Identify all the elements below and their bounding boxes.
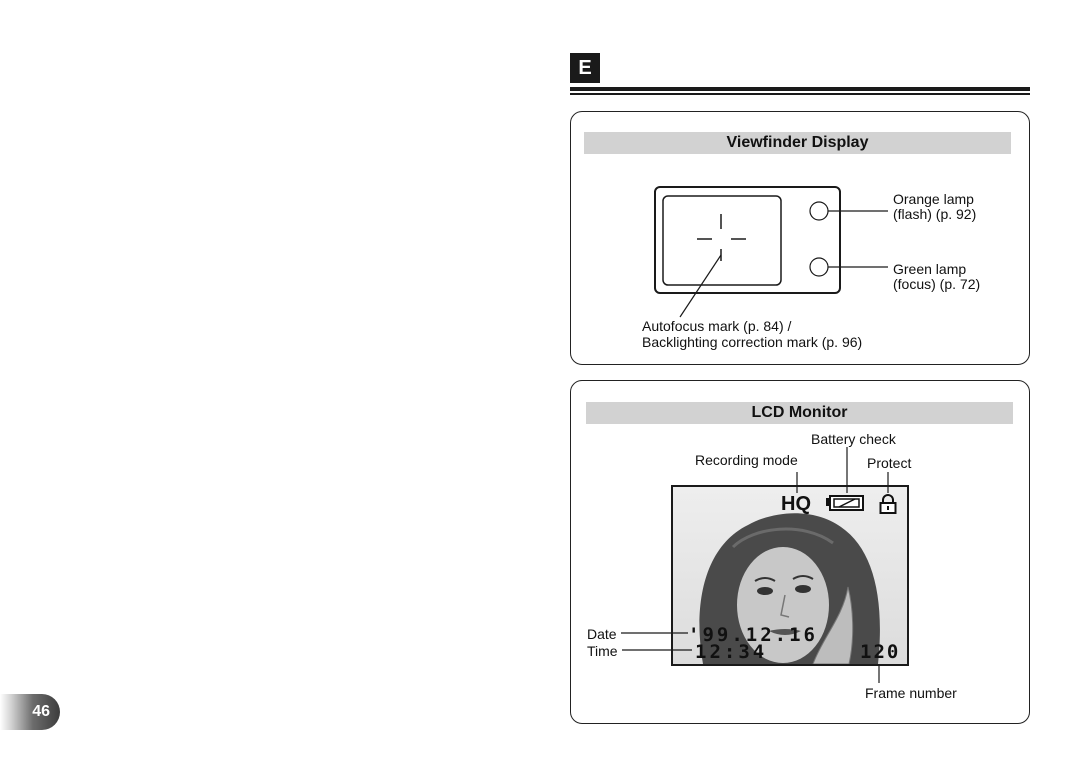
protect-lock-icon: [879, 494, 897, 514]
orange-lamp-label: Orange lamp: [893, 191, 974, 207]
green-lamp-icon: [809, 257, 829, 277]
date-display: '99.12.16: [688, 624, 818, 646]
lcd-screen: [671, 485, 909, 666]
orange-lamp-ref: (flash) (p. 92): [893, 206, 977, 222]
frame-count-display: 120: [860, 641, 901, 663]
green-lamp-ref: (focus) (p. 72): [893, 276, 981, 292]
autofocus-leader: [679, 254, 722, 318]
orange-lamp-icon: [809, 201, 829, 221]
header-rule-thin: [570, 93, 1030, 95]
protect-label: Protect: [867, 455, 912, 471]
recording-mode-label: Recording mode: [695, 452, 798, 468]
lcd-title: LCD Monitor: [586, 402, 1013, 424]
section-tab: E: [570, 53, 600, 83]
portrait-image: [673, 487, 907, 664]
frame-number-label: Frame number: [865, 685, 957, 701]
backlighting-label: Backlighting correction mark (p. 96): [642, 334, 863, 350]
viewfinder-diagram: [654, 186, 888, 318]
time-label: Time: [587, 643, 618, 659]
viewfinder-image-area: [662, 195, 782, 286]
page-number: 46: [0, 694, 60, 730]
battery-icon: [826, 495, 864, 511]
header-rule: [570, 87, 1030, 91]
battery-check-label: Battery check: [811, 431, 896, 447]
viewfinder-title: Viewfinder Display: [584, 132, 1011, 154]
lcd-leaders: [621, 447, 889, 683]
viewfinder-panel: Viewfinder Display: [570, 111, 1030, 365]
autofocus-label: Autofocus mark (p. 84) /: [642, 318, 792, 334]
recording-mode-indicator: HQ: [781, 493, 811, 515]
green-lamp-label: Green lamp: [893, 261, 967, 277]
autofocus-mark-icon: [697, 214, 746, 261]
viewfinder-frame: [654, 186, 841, 294]
time-display: 12:34: [695, 641, 768, 663]
date-label: Date: [587, 626, 617, 642]
